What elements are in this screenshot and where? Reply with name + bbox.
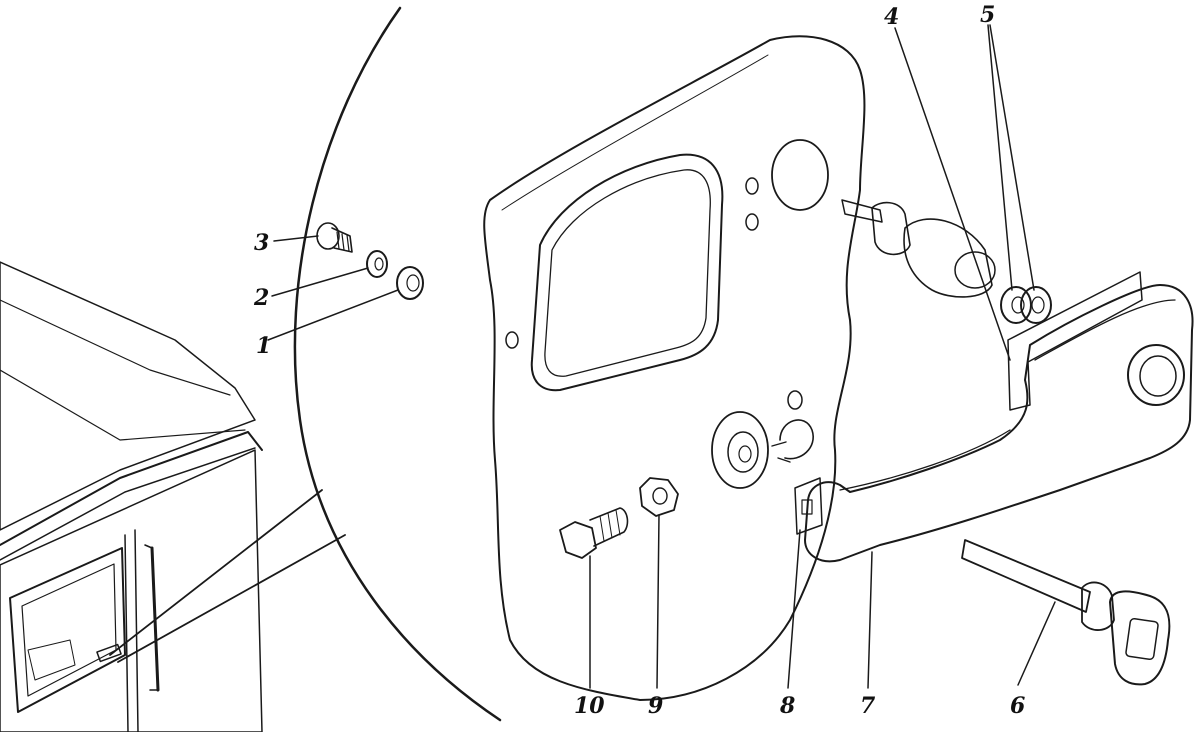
cabin-roof — [0, 261, 256, 531]
part-bolt-10 — [559, 507, 629, 559]
part-washer-1 — [396, 266, 424, 300]
part-handle-7 — [804, 284, 1194, 563]
callout-1: 1 — [256, 333, 271, 359]
part-nut-9 — [639, 477, 679, 517]
part-gasket-8 — [794, 477, 823, 535]
part-key-6 — [961, 539, 1171, 686]
part-washers-5 — [1000, 286, 1052, 324]
part-shaft — [841, 199, 996, 298]
callout-2: 2 — [253, 285, 269, 311]
leader-lines — [267, 24, 1056, 689]
door-window — [530, 153, 724, 392]
part-washer-2 — [366, 250, 388, 278]
handle-body — [804, 284, 1194, 563]
cabin-window — [9, 547, 126, 713]
door-panel — [483, 35, 866, 701]
part-screw-3 — [316, 222, 353, 253]
callout-8: 8 — [779, 693, 795, 719]
callout-labels: 1 2 3 4 5 6 7 8 9 10 — [253, 2, 1025, 719]
callout-10: 10 — [574, 693, 605, 719]
detail-arc — [293, 6, 502, 722]
cabin — [0, 261, 346, 732]
callout-7: 7 — [860, 693, 876, 719]
callout-9: 9 — [648, 693, 663, 719]
cabin-wall — [0, 449, 263, 732]
callout-5: 5 — [980, 2, 995, 28]
callout-6: 6 — [1010, 693, 1025, 719]
callout-4: 4 — [884, 4, 899, 30]
door-outline — [483, 35, 866, 701]
callout-3: 3 — [254, 230, 269, 256]
